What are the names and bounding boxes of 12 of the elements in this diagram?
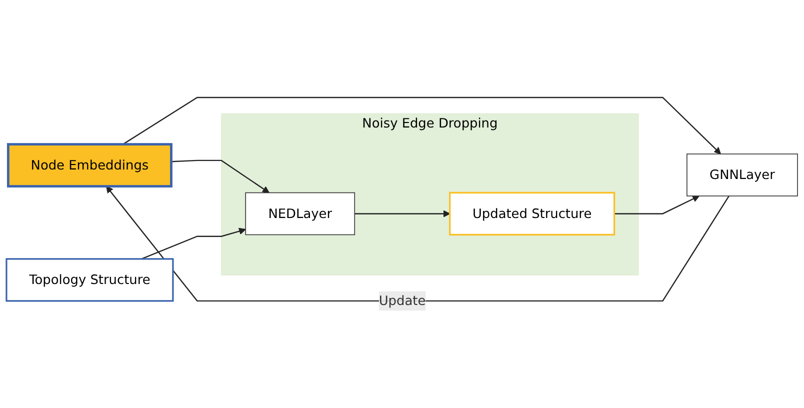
arrow: [122, 96, 722, 154]
node-box: Topology Structure: [6, 258, 174, 302]
arrow: [171, 160, 270, 193]
arrow: [141, 228, 246, 260]
node-box: GNNLayer: [686, 154, 798, 196]
node-box: Updated Structure: [449, 192, 616, 236]
node-box: Node Embeddings: [6, 143, 172, 188]
edge-label: Update: [378, 292, 426, 308]
arrow: [106, 186, 730, 302]
arrow: [354, 210, 450, 218]
arrow: [614, 196, 700, 214]
node-box: NEDLayer: [245, 192, 356, 236]
